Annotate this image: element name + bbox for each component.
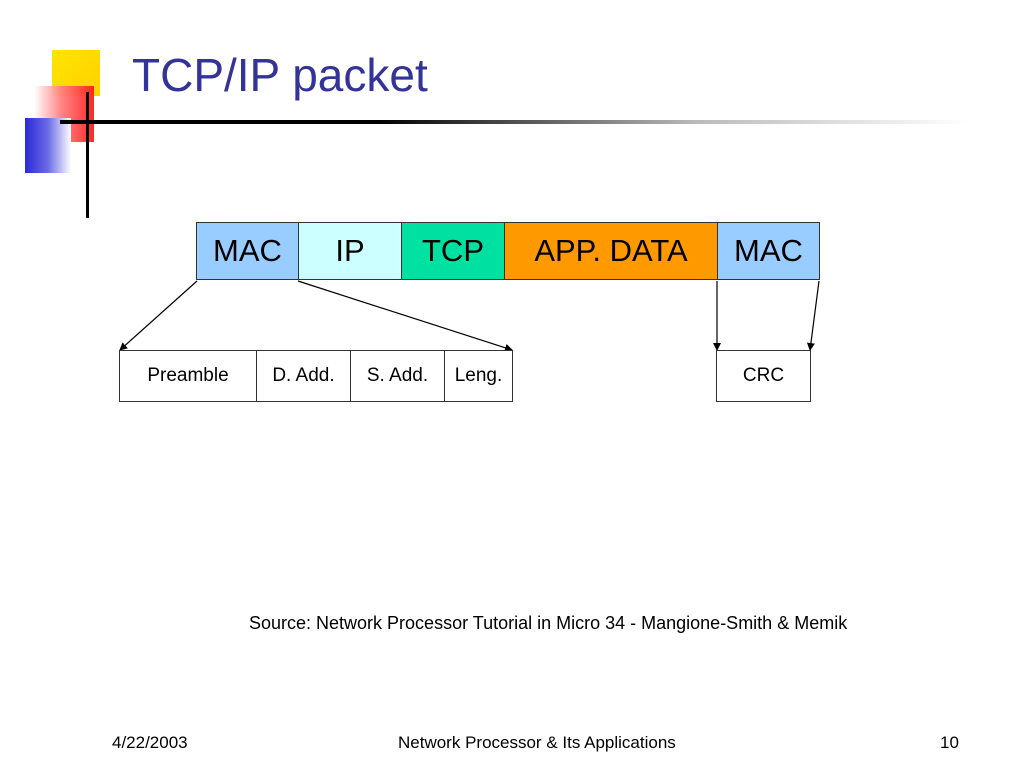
- arrow-mac-to-crc-right: [806, 280, 820, 351]
- footer-date: 4/22/2003: [112, 733, 188, 752]
- subfield-crc: CRC: [716, 350, 811, 402]
- packet-field-tcp: TCP: [401, 222, 505, 280]
- packet-field-mac-header: MAC: [196, 222, 299, 280]
- arrow-mac-to-preamble: [119, 280, 198, 351]
- subfield-source-address: S. Add.: [350, 350, 445, 402]
- footer-page-number: 10: [940, 733, 959, 752]
- subfield-length: Leng.: [444, 350, 513, 402]
- packet-field-app-data: APP. DATA: [504, 222, 718, 280]
- title-underline: [60, 120, 970, 124]
- arrow-ip-to-leng: [297, 280, 513, 352]
- decor-blue-square: [25, 118, 71, 173]
- decor-vertical-line: [86, 92, 89, 218]
- packet-field-ip: IP: [298, 222, 402, 280]
- subfield-dest-address: D. Add.: [256, 350, 351, 402]
- slide-title: TCP/IP packet: [132, 49, 428, 101]
- footer-title: Network Processor & Its Applications: [398, 733, 676, 752]
- source-citation: Source: Network Processor Tutorial in Mi…: [249, 613, 848, 633]
- subfield-preamble: Preamble: [119, 350, 257, 402]
- packet-field-mac-trailer: MAC: [717, 222, 820, 280]
